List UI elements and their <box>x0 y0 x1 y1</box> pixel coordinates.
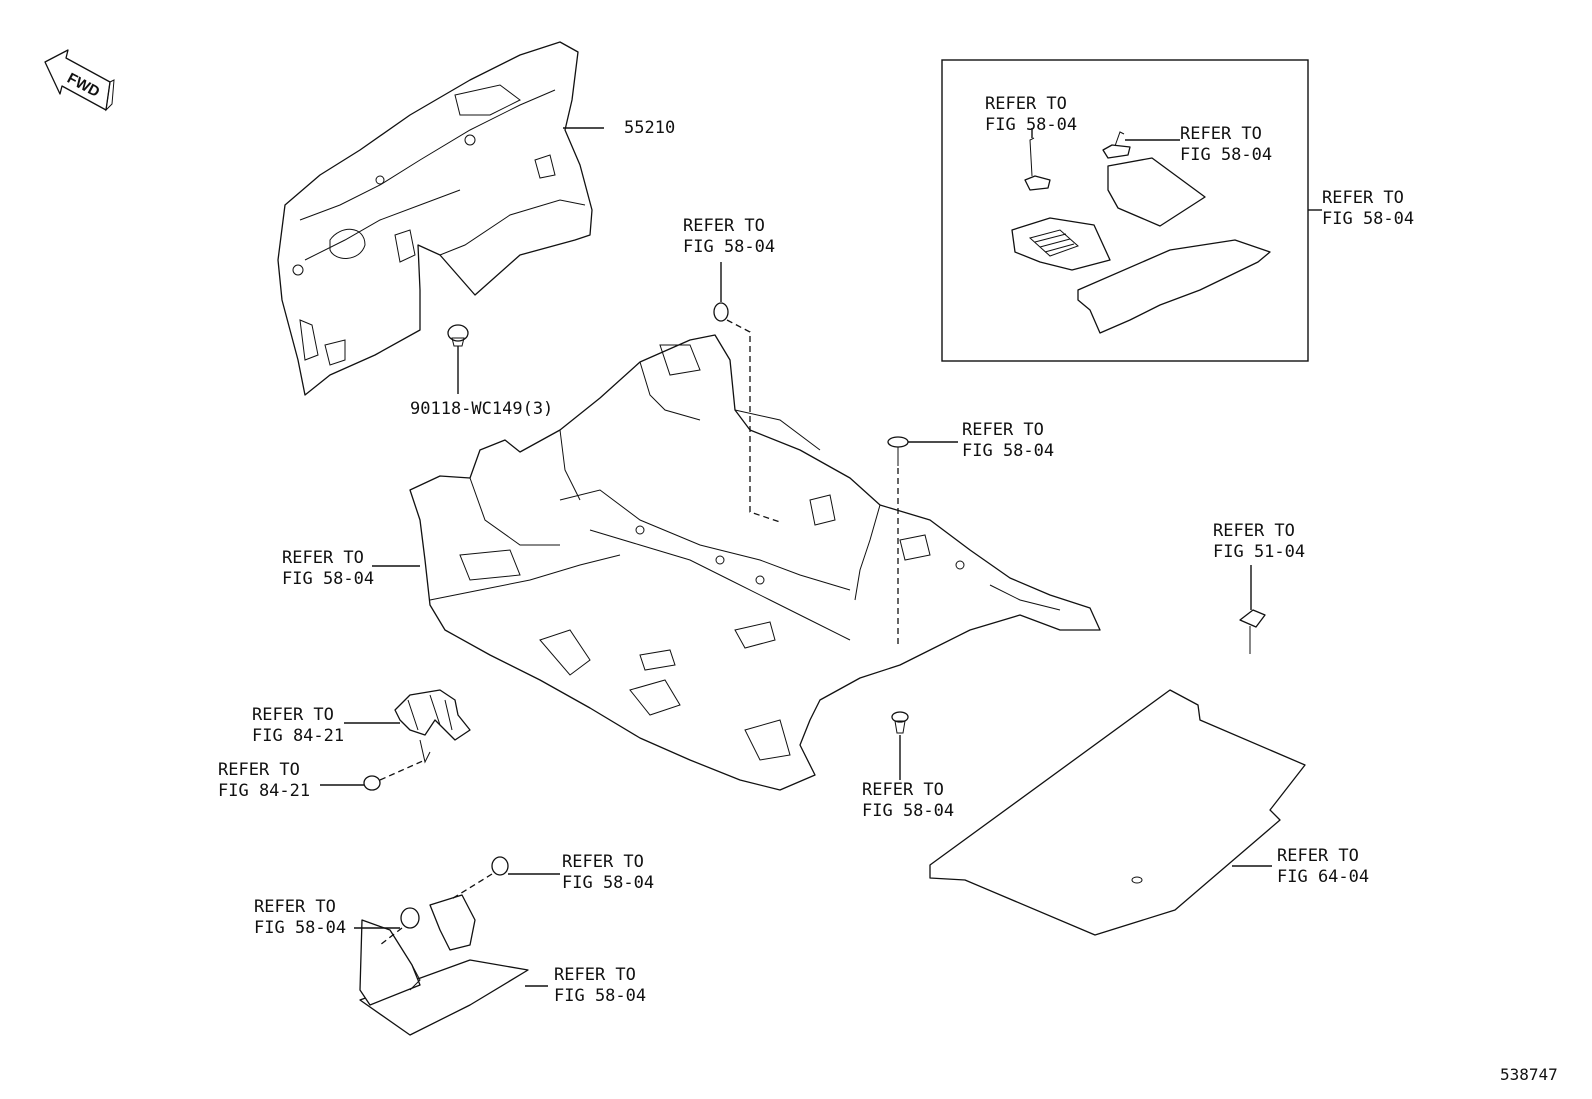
footrest-clip-right-icon <box>491 856 509 876</box>
label-55210: 55210 <box>624 118 676 138</box>
diagram-id: 538747 <box>1500 1065 1558 1084</box>
fwd-arrow-icon: FWD <box>44 49 115 112</box>
dash-line-clip-top <box>726 319 781 523</box>
luggage-mat-part <box>929 689 1306 936</box>
footrest-clip-left-icon <box>400 907 420 929</box>
carpet-screw-icon <box>887 436 909 466</box>
bolt-fig-51-04-icon <box>1239 609 1266 654</box>
carpet-clip-top-icon <box>713 302 729 322</box>
dash-line-footrest <box>379 873 493 946</box>
floor-mat-hooks-icon <box>1024 131 1131 191</box>
clip-fig-84-21-icon <box>363 775 381 791</box>
floor-mat-rear-icon <box>1077 239 1271 334</box>
footrest-pad-part <box>359 894 529 1036</box>
floor-carpet-part <box>409 334 1101 791</box>
bracket-fig-84-21-icon <box>394 689 471 764</box>
floor-mat-rear-right-icon <box>1107 157 1206 227</box>
floor-mat-front-icon <box>1011 217 1111 271</box>
carpet-clip-bottom-icon <box>891 711 909 734</box>
dash-line-clip-84-21 <box>379 759 426 781</box>
label-90118-wc149: 90118-WC149(3) <box>410 399 554 419</box>
clip-90118-icon <box>447 324 469 347</box>
dash-silencer-part <box>277 41 593 396</box>
